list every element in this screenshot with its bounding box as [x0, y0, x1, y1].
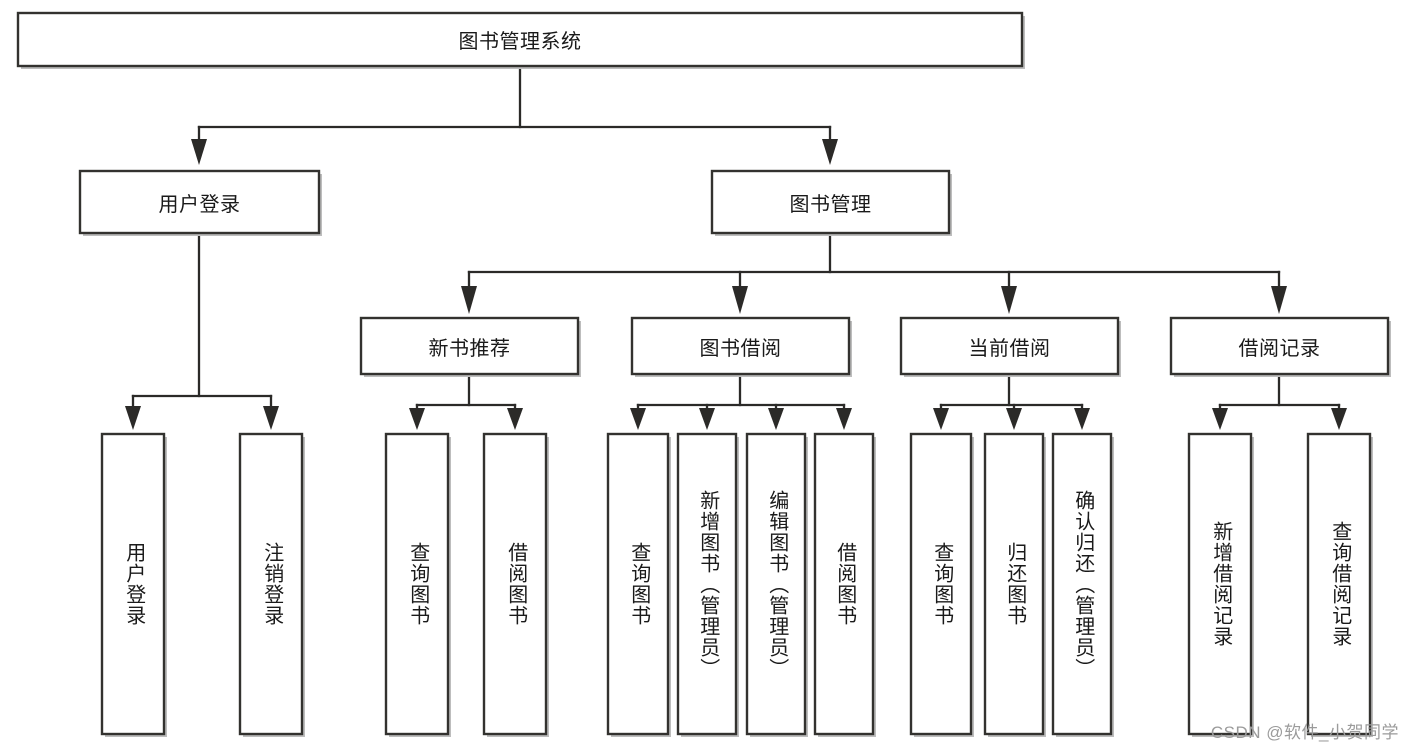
arrow-to-user-login	[191, 139, 207, 165]
node-box-book-management[interactable]	[710, 169, 951, 235]
node-box-borrow-record[interactable]	[1169, 316, 1390, 376]
node-box-leaf-edit-book[interactable]	[745, 432, 807, 736]
node-box-leaf-user-logout[interactable]	[238, 432, 304, 736]
arrow-leaf-user-logout	[263, 406, 279, 430]
arrow-leaf-borrow-book-1	[507, 408, 523, 430]
node-box-book-borrow[interactable]	[630, 316, 851, 376]
node-box-root[interactable]	[16, 11, 1024, 68]
connector-group-book-management-children	[461, 231, 1287, 314]
node-box-leaf-confirm-return[interactable]	[1051, 432, 1113, 736]
arrow-to-book-borrow	[732, 286, 748, 314]
node-box-leaf-borrow-book-2[interactable]	[813, 432, 875, 736]
node-box-user-login[interactable]	[78, 169, 321, 235]
node-box-leaf-query-book-2[interactable]	[606, 432, 670, 736]
arrow-to-borrow-record	[1271, 286, 1287, 314]
arrow-leaf-query-borrow-record	[1331, 408, 1347, 430]
arrow-to-new-book-recommend	[461, 286, 477, 314]
arrow-leaf-query-book-3	[933, 408, 949, 430]
node-boxes-layer	[16, 11, 1391, 737]
arrow-leaf-query-book-1	[409, 408, 425, 430]
arrow-to-book-management	[822, 139, 838, 165]
node-box-new-book-recommend[interactable]	[359, 316, 580, 376]
arrow-leaf-query-book-2	[630, 408, 646, 430]
connector-group-borrow-record-children	[1212, 372, 1347, 430]
node-box-leaf-query-book-3[interactable]	[909, 432, 973, 736]
arrow-leaf-add-book	[699, 408, 715, 430]
arrow-leaf-edit-book	[768, 408, 784, 430]
arrow-leaf-add-borrow-record	[1212, 408, 1228, 430]
node-box-leaf-add-borrow-record[interactable]	[1187, 432, 1253, 736]
connector-group-new-book-recommend-children	[409, 372, 523, 430]
connector-group-root-to-level2	[191, 64, 838, 165]
node-box-leaf-user-login[interactable]	[100, 432, 166, 736]
watermark-text: CSDN @软件_小贺同学	[1210, 723, 1399, 742]
arrow-to-current-borrow	[1001, 286, 1017, 314]
node-box-leaf-query-borrow-record[interactable]	[1306, 432, 1372, 736]
connector-group-book-borrow-children	[630, 372, 852, 430]
node-box-current-borrow[interactable]	[899, 316, 1120, 376]
connector-group-user-login-children	[125, 231, 279, 430]
node-box-leaf-return-book[interactable]	[983, 432, 1045, 736]
arrow-leaf-user-login	[125, 406, 141, 430]
node-box-leaf-borrow-book-1[interactable]	[482, 432, 548, 736]
arrow-leaf-borrow-book-2	[836, 408, 852, 430]
arrow-leaf-return-book	[1006, 408, 1022, 430]
arrow-leaf-confirm-return	[1074, 408, 1090, 430]
node-box-leaf-query-book-1[interactable]	[384, 432, 450, 736]
connector-group-current-borrow-children	[933, 372, 1090, 430]
node-box-leaf-add-book[interactable]	[676, 432, 738, 736]
